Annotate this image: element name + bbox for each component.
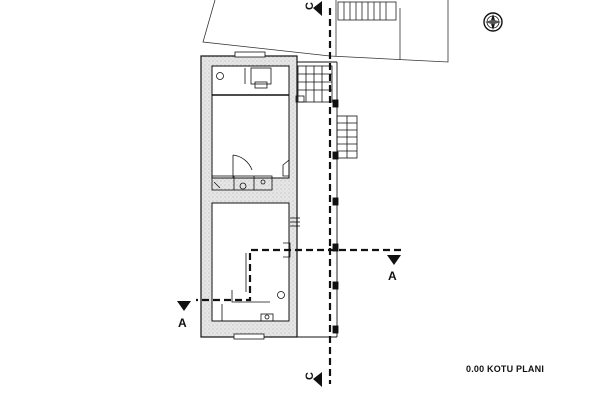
corner-stair	[295, 65, 333, 103]
section-c-bottom-arrow-icon	[313, 372, 322, 387]
section-c-top-label: C	[304, 2, 316, 10]
interior-fixtures	[211, 67, 300, 322]
exterior-stair	[336, 115, 358, 159]
section-a-left-arrow-icon	[177, 301, 191, 311]
section-a-left-label: A	[178, 316, 187, 330]
section-a-right-label: A	[388, 269, 397, 283]
plan-title: 0.00 KOTU PLANI	[466, 364, 545, 374]
section-c-top-arrow-icon	[313, 1, 322, 16]
north-arrow-icon	[483, 12, 503, 32]
terrace-area	[297, 61, 339, 338]
section-c-bottom-label: C	[304, 372, 316, 380]
upper-stair	[337, 1, 397, 21]
building-walls	[200, 51, 298, 340]
section-line-a	[196, 248, 401, 302]
section-a-right-arrow-icon	[387, 255, 401, 265]
